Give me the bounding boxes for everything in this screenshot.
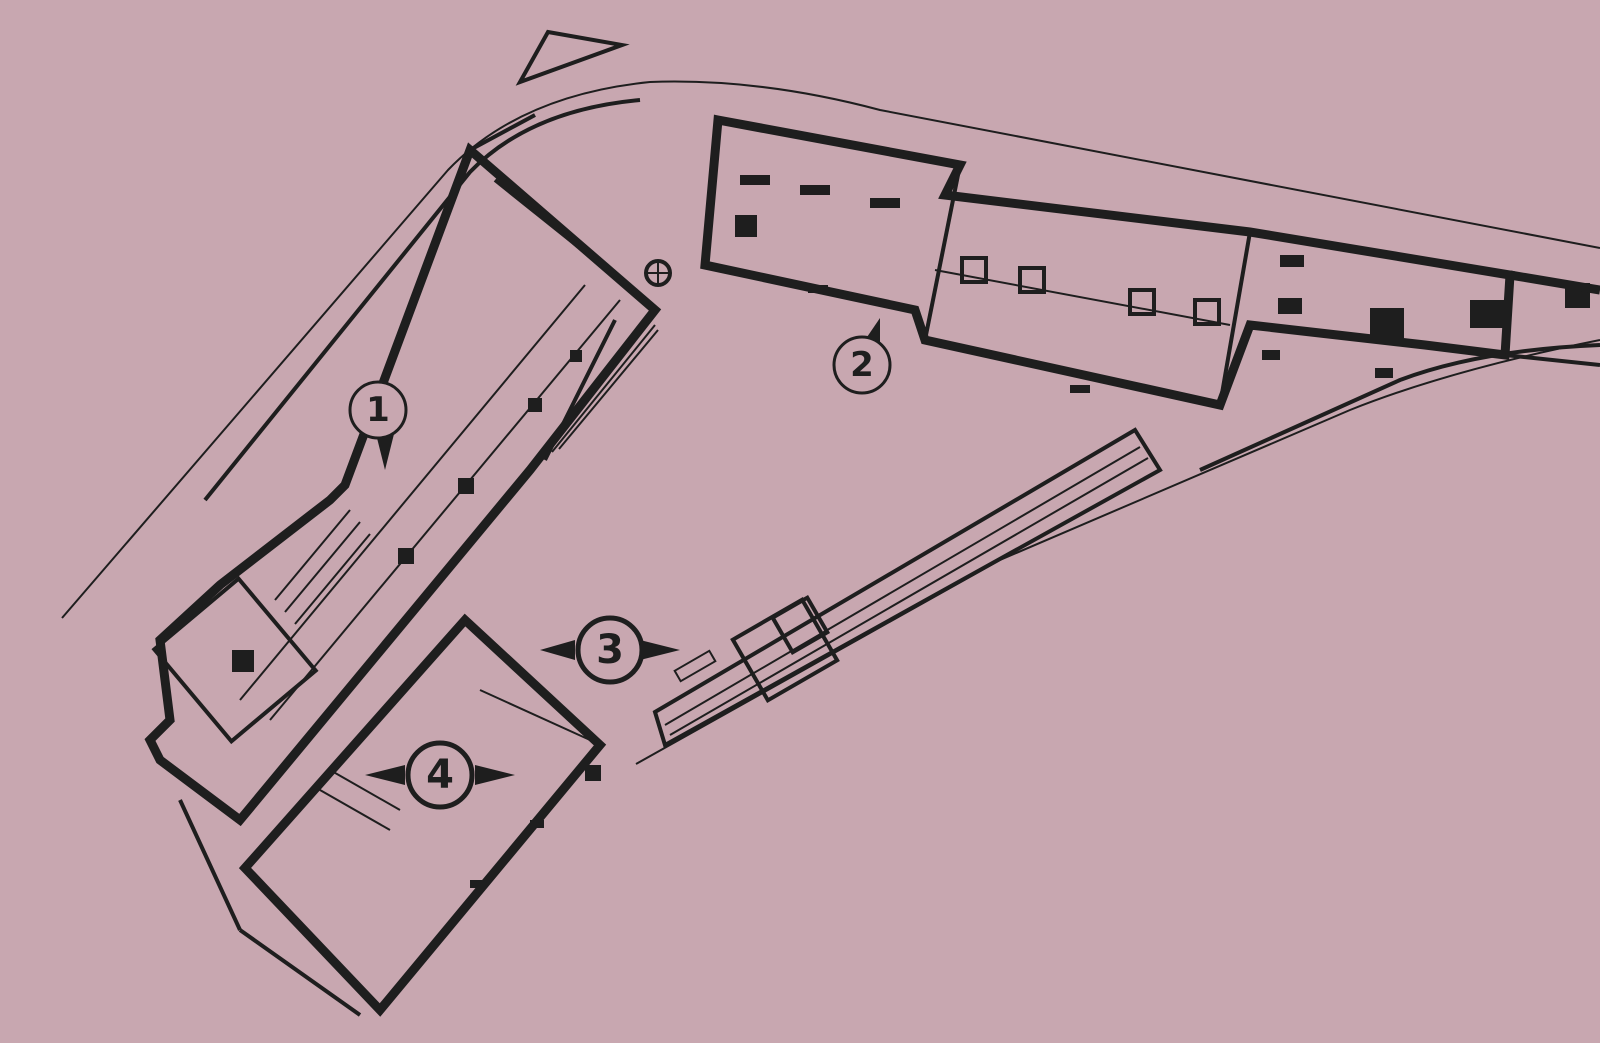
svg-text:2: 2: [850, 345, 874, 385]
label-2: 2: [832, 335, 892, 395]
junction-marker-icon: [644, 259, 672, 287]
label-1: 1: [348, 380, 408, 440]
building-1-wing: [144, 113, 662, 827]
label-3: 3: [575, 615, 645, 685]
label-4: 4: [405, 740, 475, 810]
road-boundary: [61, 80, 1600, 765]
svg-text:4: 4: [426, 752, 454, 798]
svg-text:1: 1: [366, 390, 390, 430]
north-arrow-marker: [515, 29, 630, 86]
building-3-bar: [652, 427, 1163, 748]
building-4-block: [178, 613, 607, 1017]
svg-text:3: 3: [596, 627, 624, 673]
label-pointers: [365, 318, 880, 785]
building-2-range: [700, 114, 1600, 411]
